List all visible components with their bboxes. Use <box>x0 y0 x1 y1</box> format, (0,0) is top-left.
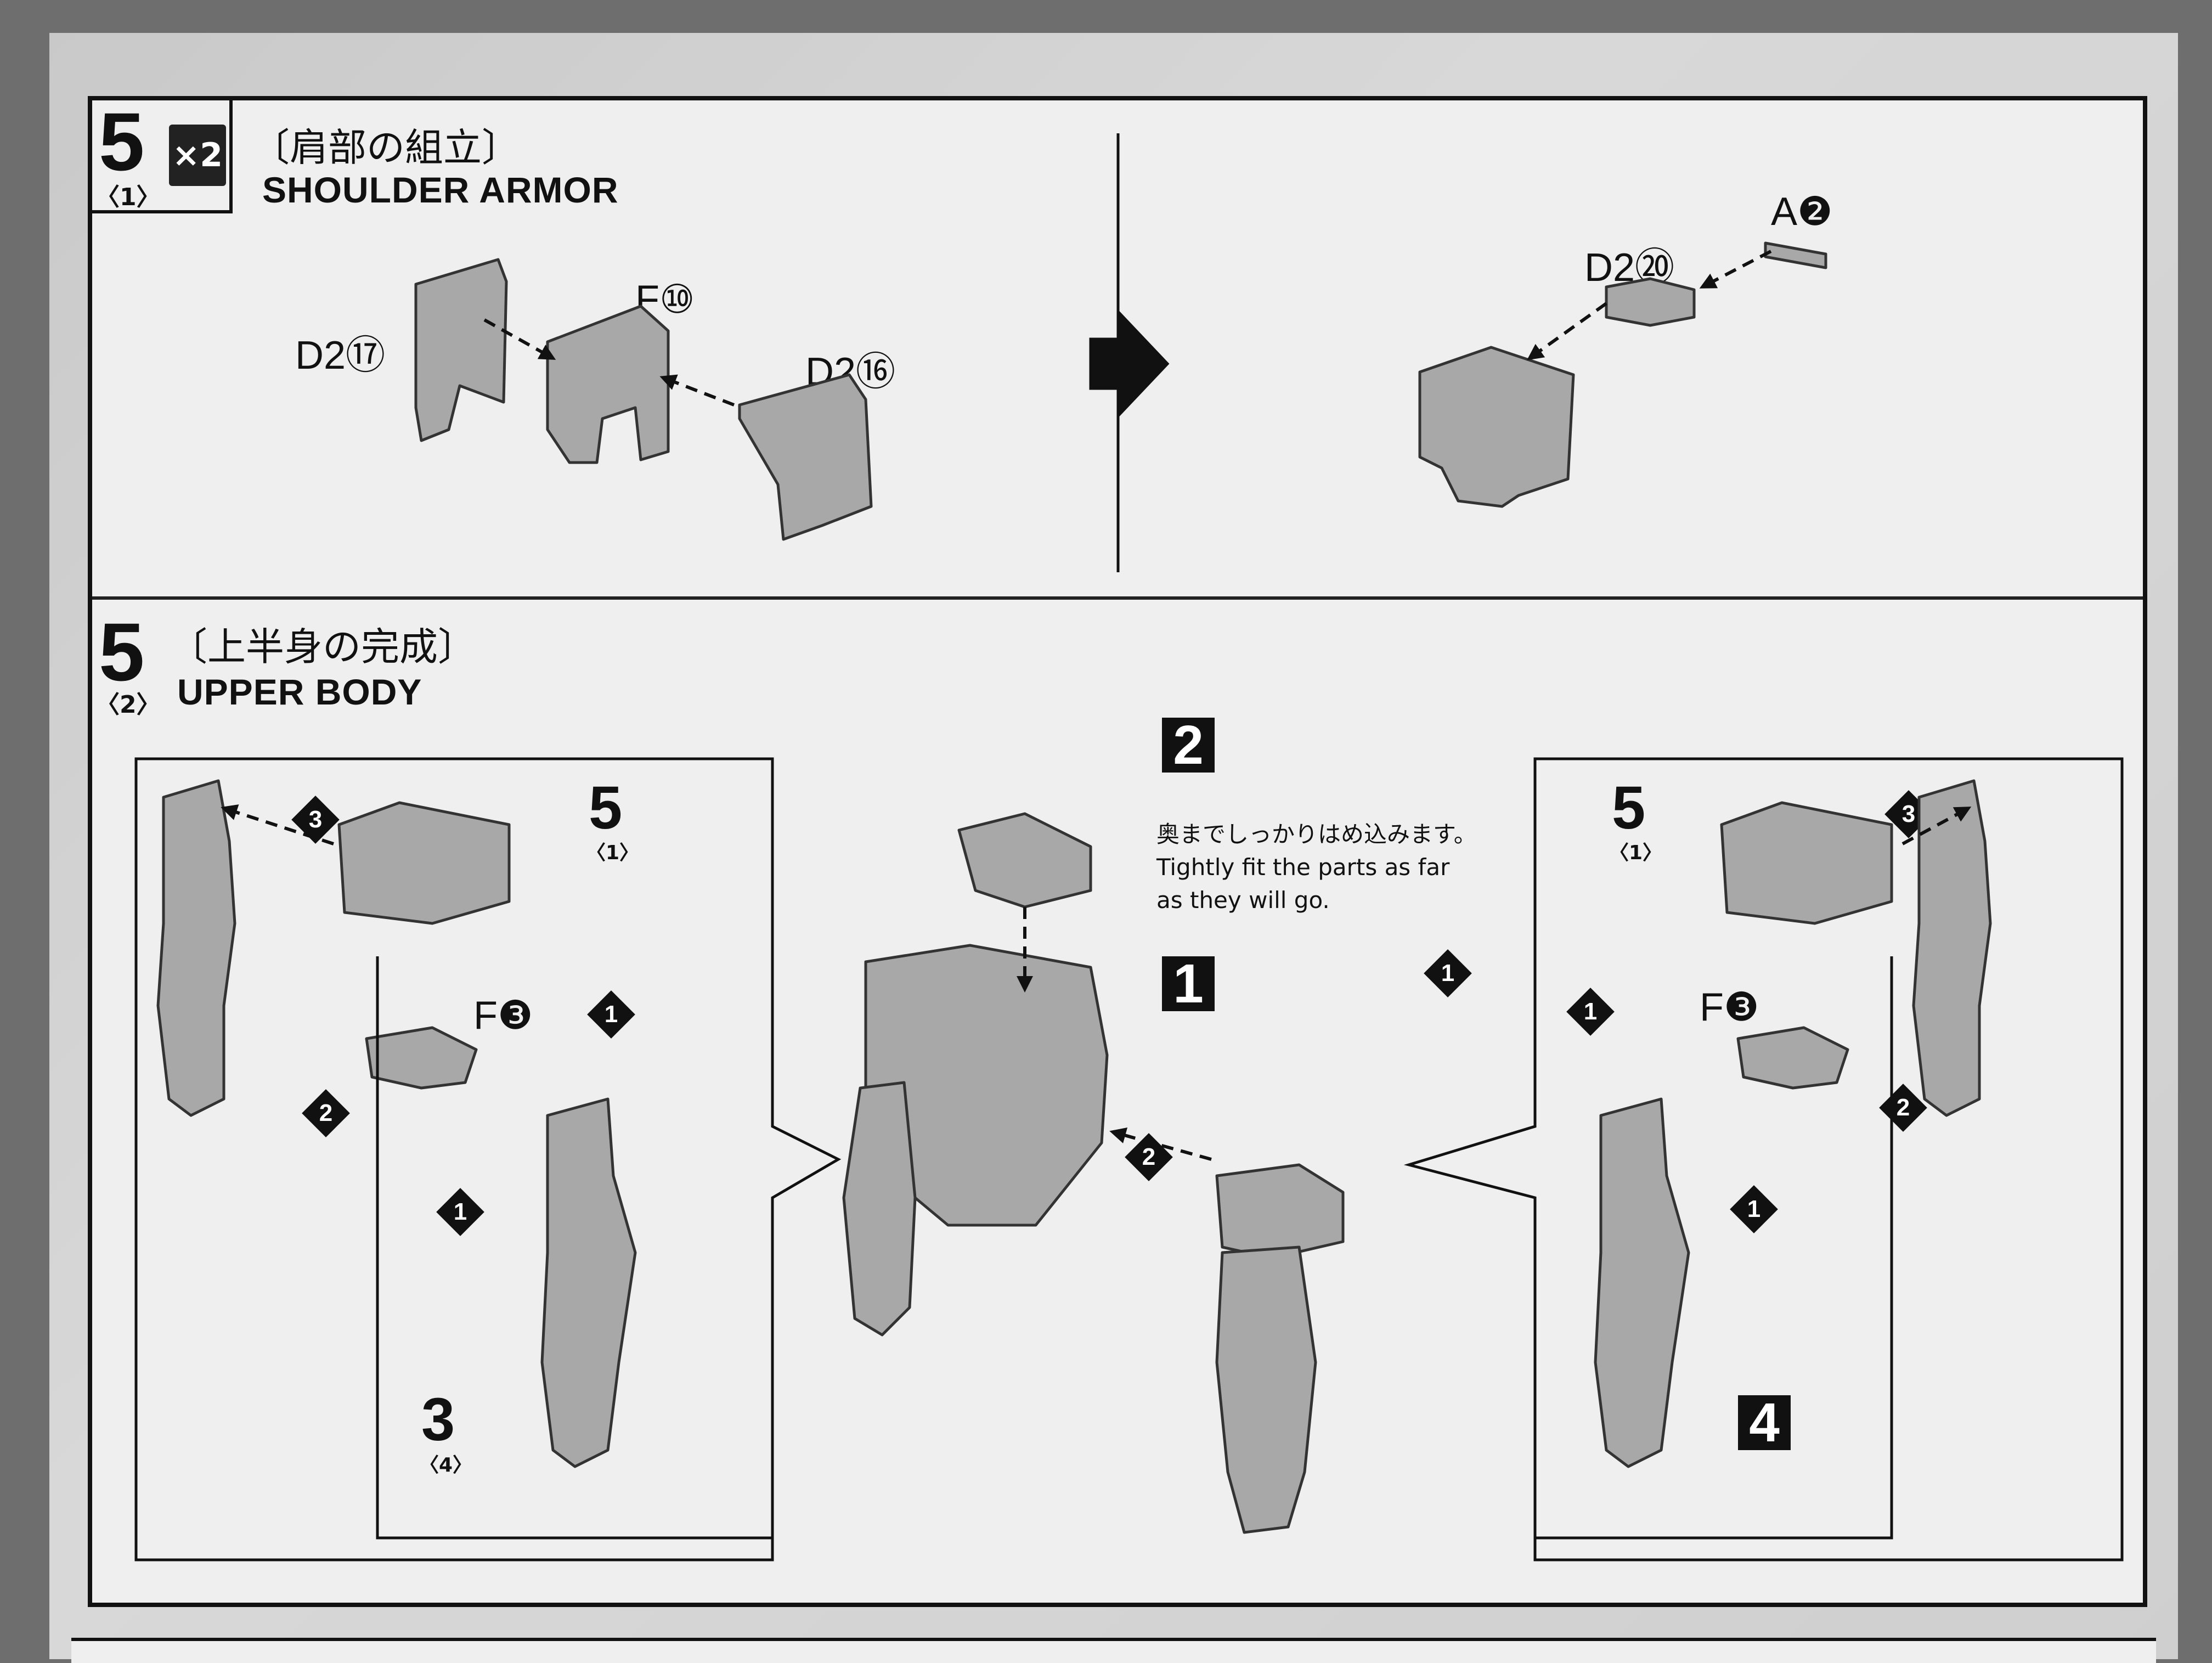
ref-box-2: 2 <box>1162 718 1215 773</box>
step-5-1-title-en: SHOULDER ARMOR <box>262 170 619 210</box>
part-label-d2-17: D2⑰ <box>295 334 386 377</box>
part-label-f3-left: F❸ <box>473 994 533 1038</box>
left-inset-frame <box>376 956 772 1540</box>
fit-note-en-line1: Tightly fit the parts as far <box>1156 854 1450 881</box>
part-label-a2: A❷ <box>1771 190 1833 234</box>
part-f10 <box>546 305 670 464</box>
right-inset-frame <box>1535 956 1893 1540</box>
left-inset-arm <box>540 1097 637 1468</box>
center-left-arm <box>842 1081 917 1337</box>
left-panel-shoulder <box>337 801 511 925</box>
step-5-1-multiplier: ×2 <box>169 125 226 186</box>
step-5-1-title-jp: 〔肩部の組立〕 <box>251 125 520 170</box>
ref-step-5-left-sub: 〈1〉 <box>586 842 640 864</box>
step-5-1-number: 5 <box>99 95 145 188</box>
step-5-1-header-box <box>92 100 233 213</box>
part-d2-16 <box>738 373 873 541</box>
ref-box-1: 1 <box>1162 956 1215 1011</box>
step-5-1-transition-arrow <box>1089 308 1170 420</box>
ref-step-5-right-sub: 〈1〉 <box>1609 842 1663 864</box>
ref-step-3-sub: 〈4〉 <box>419 1454 473 1476</box>
fit-note-en-line2: as they will go. <box>1156 887 1330 914</box>
ref-box-4: 4 <box>1738 1395 1791 1450</box>
step-5-1-sub: 〈1〉 <box>95 183 161 211</box>
step-5-2-title-jp: 〔上半身の完成〕 <box>169 624 476 669</box>
assembled-shoulder <box>1418 346 1575 508</box>
right-inset-arm <box>1594 1097 1690 1468</box>
next-step-strip <box>71 1638 2156 1663</box>
assembly-illustrations <box>134 133 2124 1561</box>
instruction-frame: 5 〈1〉 ×2 〔肩部の組立〕 SHOULDER ARMOR D2⑰ F⑩ D… <box>88 96 2147 1607</box>
step-5-2-panel: 5 〈2〉 〔上半身の完成〕 UPPER BODY 奥までしっかりはめ込みます。… <box>92 600 2143 1607</box>
step-5-1-panel: 5 〈1〉 ×2 〔肩部の組立〕 SHOULDER ARMOR D2⑰ F⑩ D… <box>92 100 2143 600</box>
left-panel-arm <box>156 779 236 1117</box>
part-d2-17 <box>414 258 508 442</box>
fit-note-jp: 奥までしっかりはめ込みます。 <box>1156 821 1477 848</box>
center-right-arm <box>1215 1245 1317 1534</box>
part-d2-20 <box>1605 277 1696 327</box>
right-panel-arm <box>1912 779 1992 1117</box>
center-head <box>957 812 1092 909</box>
right-inset-f3 <box>1736 1026 1849 1090</box>
center-right-shoulder <box>1215 1163 1345 1260</box>
right-callout-frame <box>1403 757 2124 1561</box>
right-panel-shoulder <box>1720 801 1893 925</box>
left-callout-frame <box>134 757 842 1561</box>
part-label-f3-right: F❸ <box>1700 985 1759 1029</box>
step-5-2-number: 5 <box>99 606 145 698</box>
ref-step-3: 3 <box>421 1386 455 1453</box>
step-5-2-title-en: UPPER BODY <box>177 672 422 712</box>
ref-step-5-right: 5 <box>1612 774 1646 842</box>
part-a2 <box>1764 241 1827 269</box>
step-5-2-sub: 〈2〉 <box>95 691 161 719</box>
left-inset-f3 <box>365 1026 478 1090</box>
ref-step-5-left: 5 <box>589 774 623 842</box>
